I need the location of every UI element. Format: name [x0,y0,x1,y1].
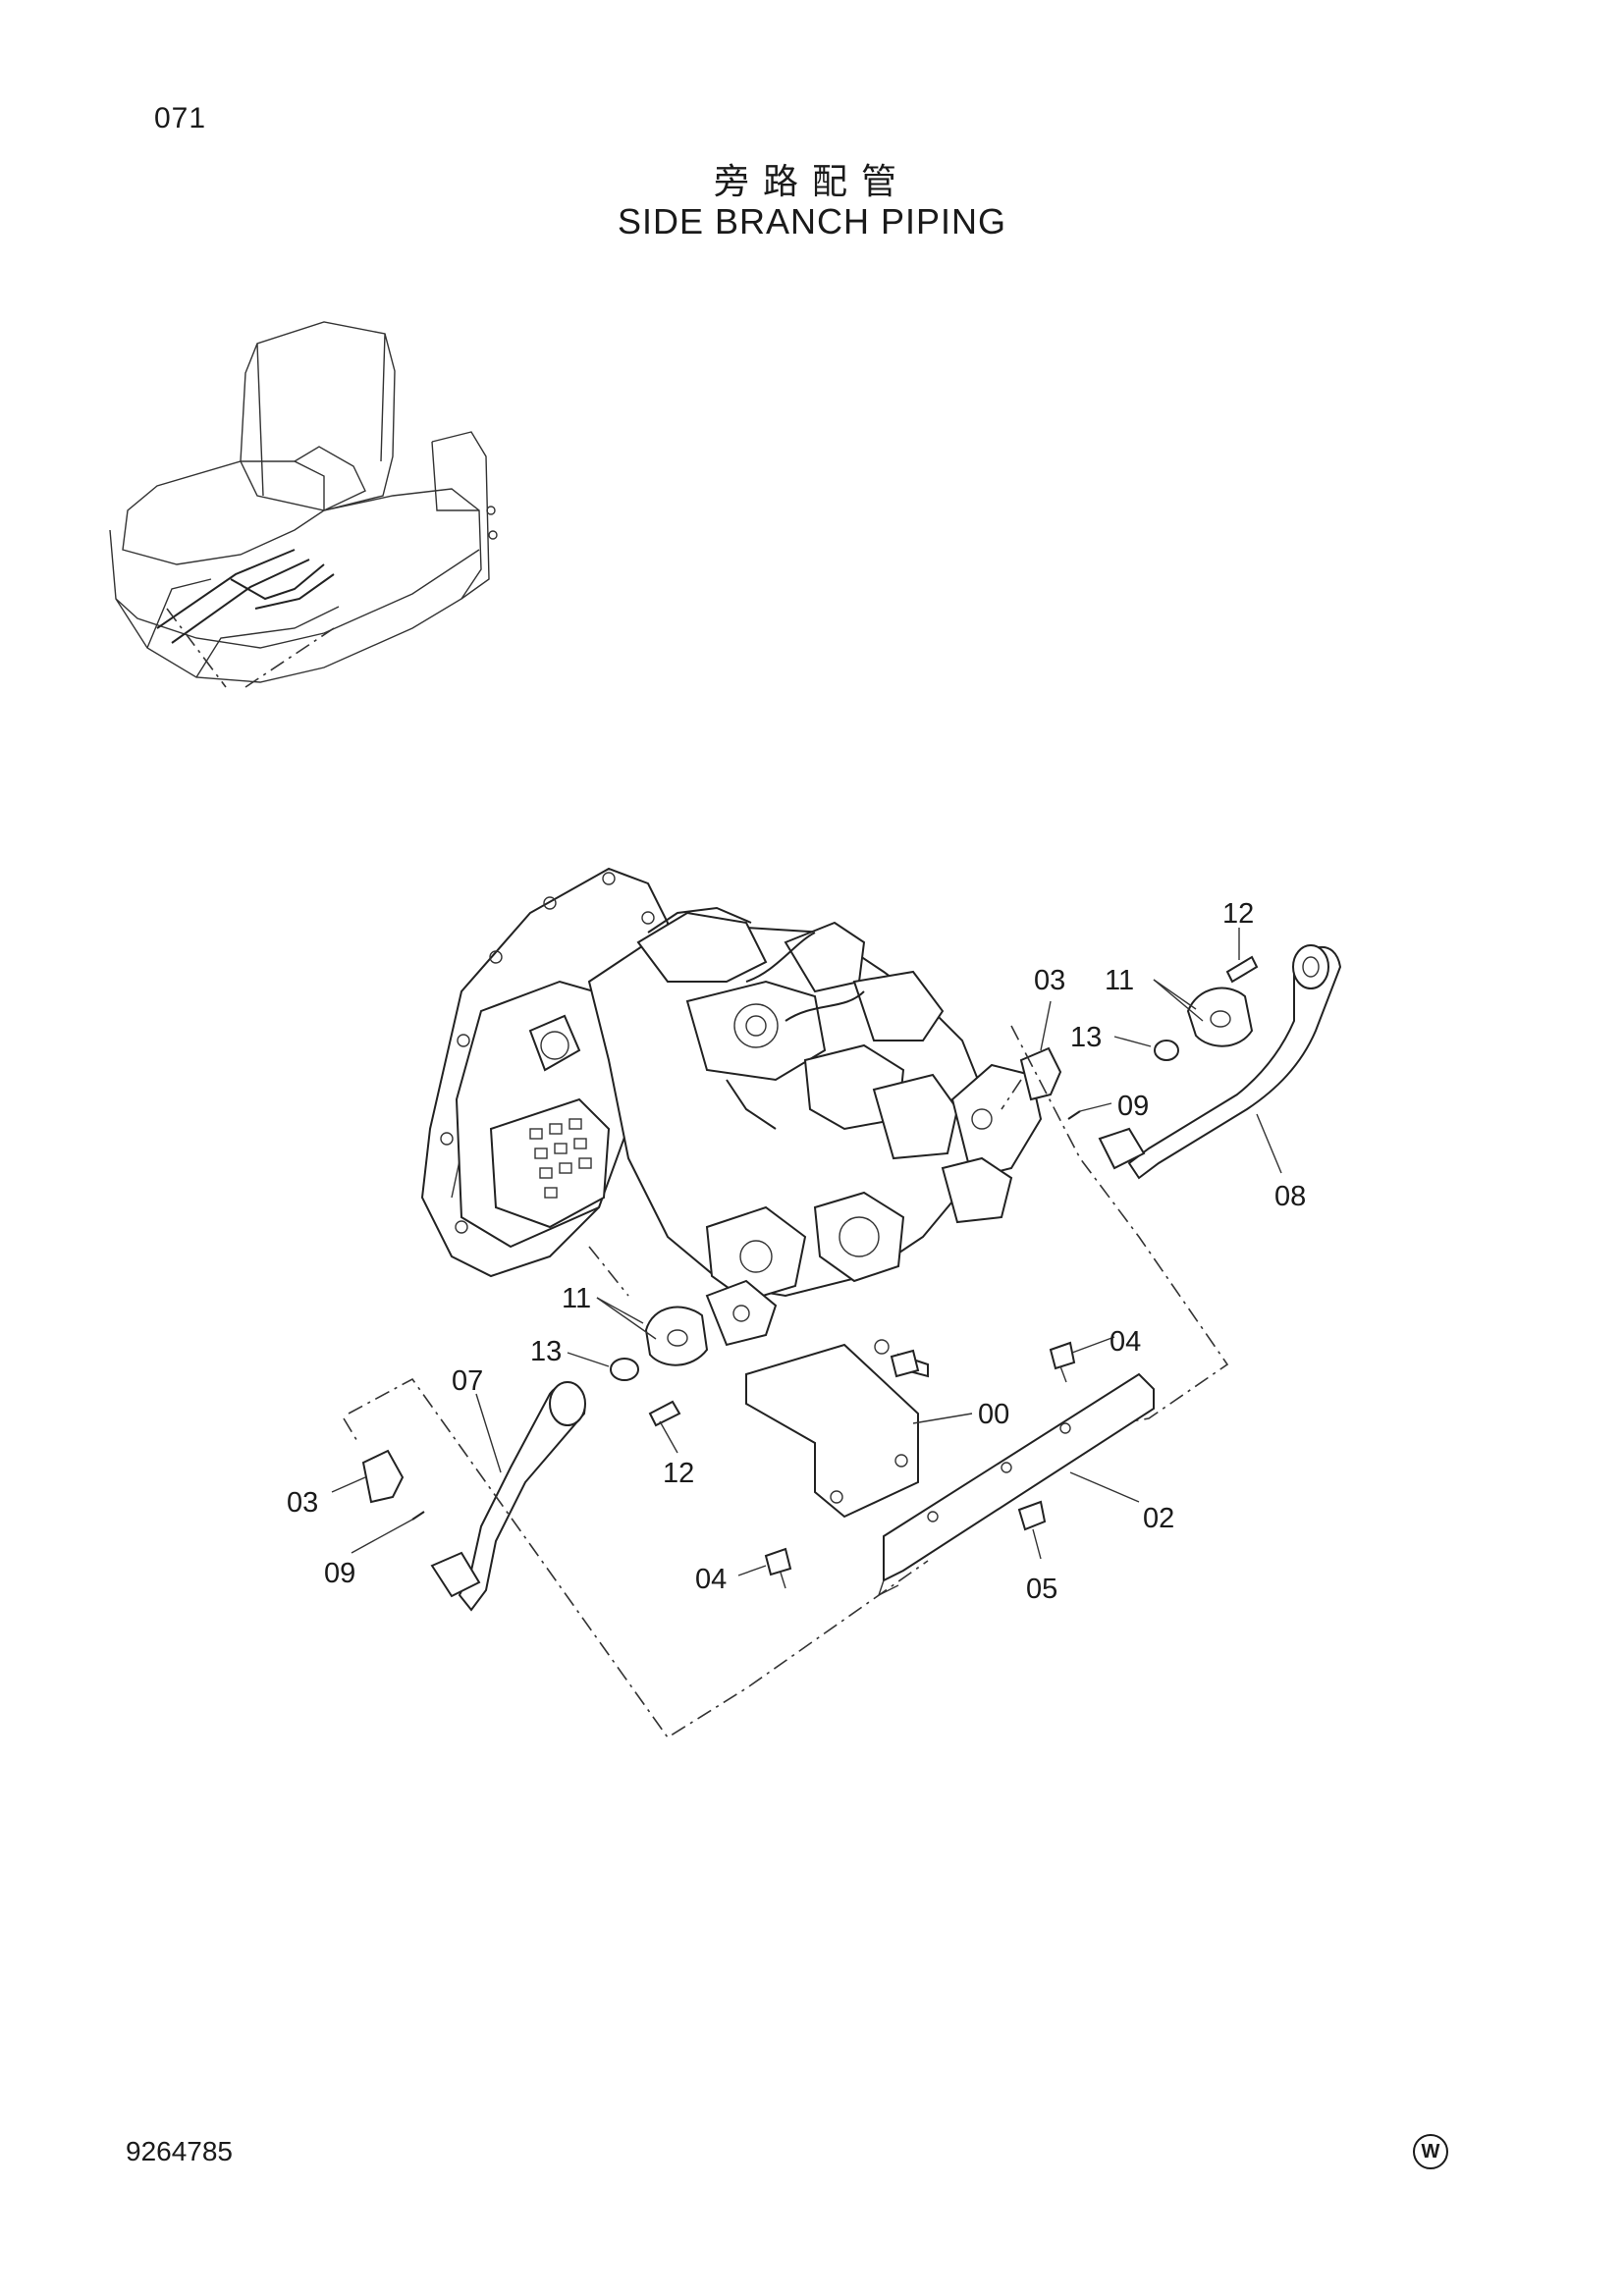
cover-plate-and-bolts [764,1341,1155,1597]
w-mark-icon: W [1413,2134,1448,2169]
callout-07: 07 [452,1365,483,1397]
callout-02: 02 [1143,1503,1174,1534]
callout-00: 00 [978,1399,1009,1430]
hydraulic-pump-assembly [420,867,1043,1519]
callout-13-left: 13 [530,1336,562,1367]
callout-04-right: 04 [1110,1326,1141,1358]
callout-04-bottom: 04 [695,1564,727,1595]
right-pipe-parts [1001,944,1342,1424]
callout-13-top: 13 [1070,1022,1102,1053]
callout-05: 05 [1026,1574,1057,1605]
callout-12-left: 12 [663,1458,694,1489]
page-title: SIDE BRANCH PIPING [617,201,1007,241]
callout-11-left: 11 [562,1283,591,1314]
callout-labels: 12 03 11 13 09 08 11 13 07 04 00 12 03 0… [287,898,1306,1605]
machine-location-thumbnail [109,321,498,688]
callout-11-top: 11 [1105,965,1134,996]
callout-03-top: 03 [1034,965,1065,996]
page-code: 071 [154,102,207,134]
callout-09-top: 09 [1117,1091,1149,1122]
document-number: 9264785 [126,2136,234,2166]
callout-12-top: 12 [1222,898,1254,930]
callout-08: 08 [1274,1181,1306,1212]
callout-03-left: 03 [287,1487,318,1519]
page-title-chinese: 旁路配管 [713,162,910,202]
callout-leaders [331,928,1282,1576]
callout-09-left: 09 [324,1558,355,1589]
left-pipe-parts [343,1246,929,1739]
